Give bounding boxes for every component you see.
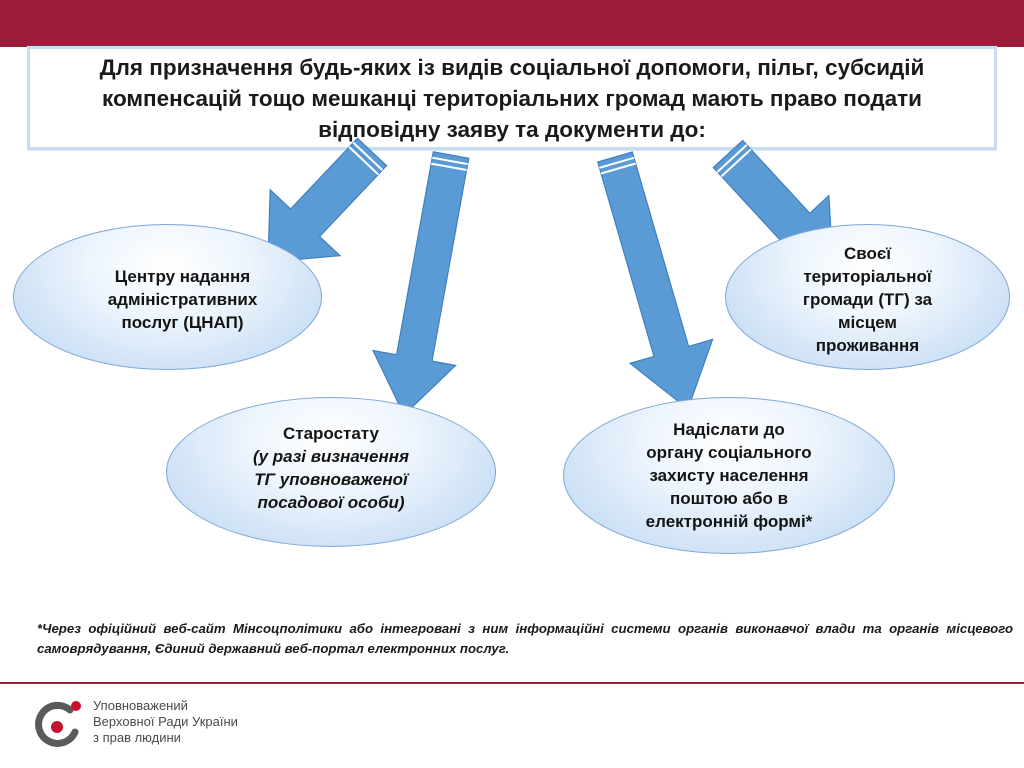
footnote: *Через офіційний веб-сайт Мінсоцполітики…	[37, 621, 1013, 656]
arrow-to-cnap-stripe-1	[352, 141, 384, 171]
title-box: Для призначення будь-яких із видів соціа…	[27, 46, 997, 150]
node-cnap-text: Центру надання адміністративних послуг (…	[78, 265, 258, 334]
ombudsman-logo-icon	[35, 701, 81, 747]
node-tg-line: Своєї	[843, 243, 892, 263]
footer-divider	[0, 682, 1024, 684]
organization-name: Уповноважений Верховної Ради України з п…	[93, 698, 238, 746]
node-send-line: поштою або в	[669, 489, 789, 508]
arrow-to-tg-stripe-1	[716, 144, 748, 173]
node-starostat: Старостату (у разі визначення ТГ уповнов…	[166, 397, 496, 547]
node-send-line: Надіслати до	[673, 420, 785, 439]
node-tg-line: проживання	[815, 335, 920, 355]
node-starostat-line: Старостату	[282, 424, 380, 443]
node-cnap-line: Центру надання	[114, 266, 251, 286]
arrow-to-send	[596, 151, 714, 410]
arrow-to-send-stripe-2	[600, 162, 636, 175]
node-send: Надіслати до органу соціального захисту …	[563, 397, 895, 554]
node-tg-line: територіальної	[803, 266, 932, 286]
node-send-text: Надіслати до органу соціального захисту …	[646, 418, 813, 533]
arrow-to-starostat	[371, 151, 470, 417]
organization-line: Уповноважений	[93, 698, 188, 713]
arrow-to-cnap-stripe-2	[348, 146, 379, 176]
node-cnap: Центру надання адміністративних послуг (…	[13, 224, 322, 370]
logo-inner-dot	[51, 721, 63, 733]
diagram-title: Для призначення будь-яких із видів соціа…	[99, 54, 925, 142]
node-starostat-italic-line: ТГ уповноваженої	[254, 470, 408, 489]
node-send-line: захисту населення	[649, 466, 809, 485]
node-starostat-italic-line: (у разі визначення	[252, 447, 410, 466]
arrow-to-starostat-stripe-1	[432, 156, 468, 166]
arrow-to-cnap	[267, 137, 388, 263]
logo-ring	[35, 701, 79, 747]
node-starostat-italic-line: посадової особи)	[257, 493, 405, 512]
top-band	[0, 0, 1024, 47]
node-cnap-line: адміністративних	[107, 289, 258, 309]
arrow-to-tg-stripe-2	[720, 148, 752, 178]
organization-line: з прав людини	[93, 730, 181, 745]
organization-line: Верховної Ради України	[93, 714, 238, 729]
node-send-line: органу соціального	[646, 443, 812, 462]
logo-accent-dot	[71, 701, 81, 711]
node-cnap-line: послуг (ЦНАП)	[121, 312, 244, 332]
arrow-to-starostat-stripe-2	[431, 162, 467, 171]
node-tg: Своєї територіальної громади (ТГ) за міс…	[725, 224, 1010, 370]
node-tg-line: місцем	[837, 312, 897, 332]
arrow-to-send-stripe-1	[599, 156, 635, 169]
node-starostat-text: Старостату (у разі визначення ТГ уповнов…	[253, 422, 409, 514]
node-tg-text: Своєї територіальної громади (ТГ) за міс…	[803, 242, 932, 357]
node-send-line: електронній формі*	[645, 512, 813, 531]
node-tg-line: громади (ТГ) за	[802, 289, 933, 309]
